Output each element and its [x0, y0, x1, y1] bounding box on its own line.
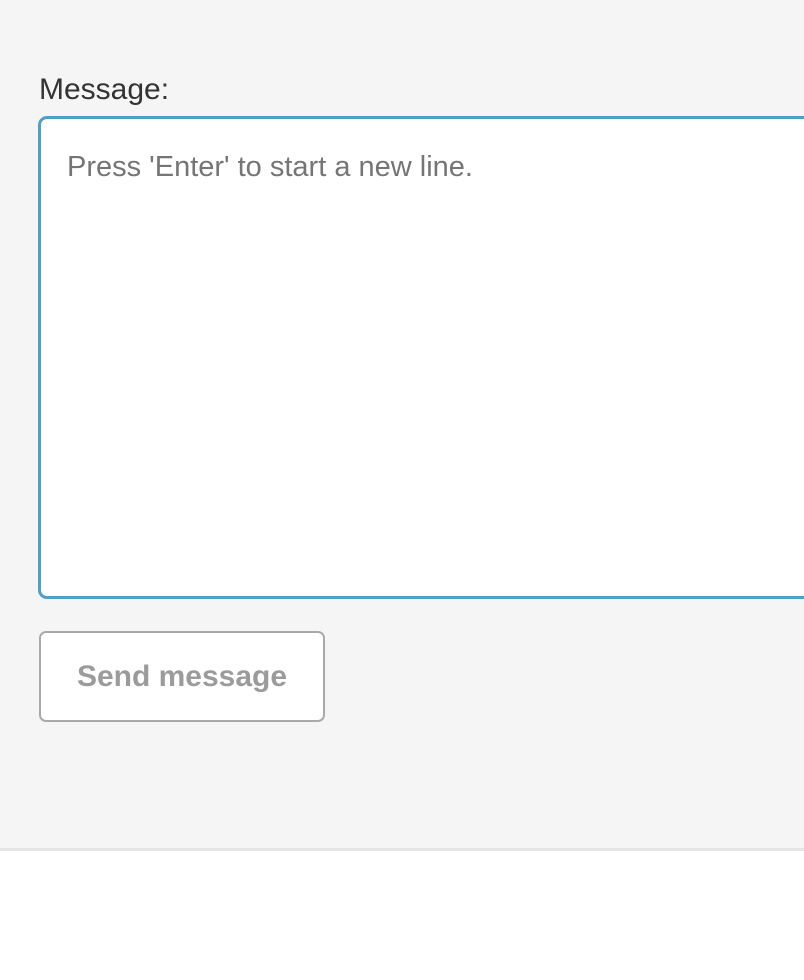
message-form: Message: Send message [0, 73, 804, 851]
send-message-button[interactable]: Send message [39, 631, 325, 722]
message-textarea[interactable] [38, 116, 804, 599]
message-label: Message: [39, 73, 170, 106]
